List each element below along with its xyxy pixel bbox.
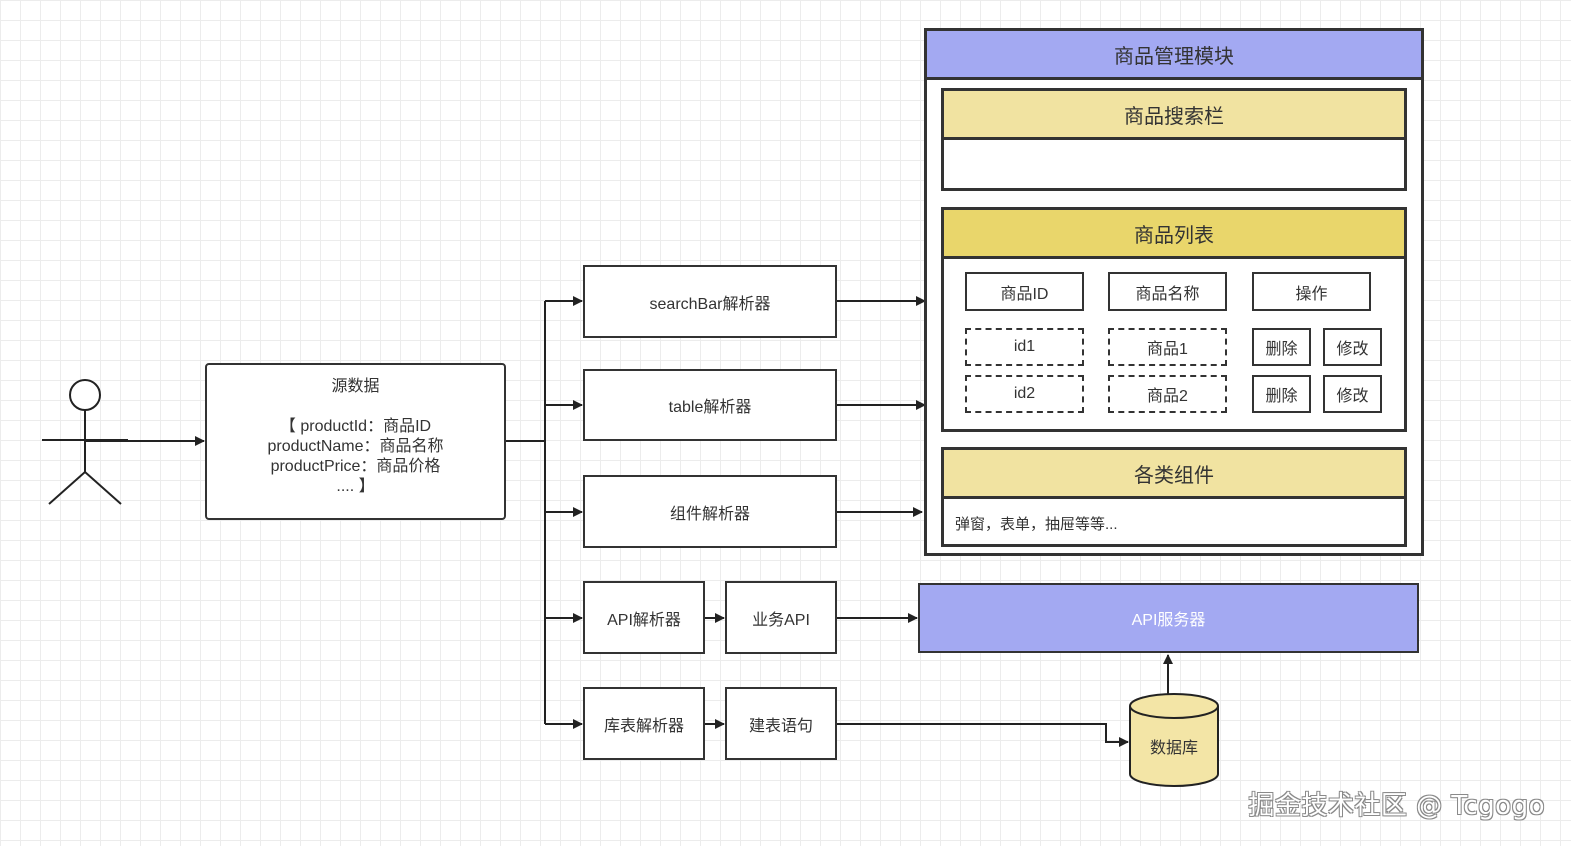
column-header-actions: 操作 xyxy=(1252,272,1371,311)
row-1-delete-button[interactable]: 删除 xyxy=(1252,328,1311,366)
watermark-text: 掘金技术社区 @ Tcgogo xyxy=(1248,791,1545,821)
row-2-name: 商品2 xyxy=(1108,375,1227,413)
product-module-title: 商品管理模块 xyxy=(924,28,1424,80)
row-1-id: id1 xyxy=(965,328,1084,366)
db-table-parser: 库表解析器 xyxy=(583,687,705,760)
row-1-name: 商品1 xyxy=(1108,328,1227,366)
api-server-box: API服务器 xyxy=(918,583,1419,653)
search-bar-title: 商品搜索栏 xyxy=(941,88,1407,140)
components-title: 各类组件 xyxy=(941,447,1407,499)
source-line-product-name: productName：商品名称 xyxy=(267,438,444,455)
row-2-id: id2 xyxy=(965,375,1084,413)
searchbar-parser: searchBar解析器 xyxy=(583,265,837,338)
business-api-box: 业务API xyxy=(725,581,837,654)
api-parser: API解析器 xyxy=(583,581,705,654)
table-parser: table解析器 xyxy=(583,369,837,441)
create-table-sql-box: 建表语句 xyxy=(725,687,837,760)
row-1-edit-button[interactable]: 修改 xyxy=(1323,328,1382,366)
database-label: 数据库 xyxy=(1149,740,1198,757)
source-line-product-id: 【 productId：商品ID xyxy=(279,418,432,435)
column-header-id: 商品ID xyxy=(965,272,1084,311)
source-line-more: .... 】 xyxy=(336,478,375,495)
source-title: 源数据 xyxy=(331,378,380,395)
source-data-box: 源数据 【 productId：商品ID productName：商品名称 pr… xyxy=(205,363,506,520)
components-description: 弹窗，表单，抽屉等等... xyxy=(955,516,1118,533)
component-parser: 组件解析器 xyxy=(583,475,837,548)
column-header-name: 商品名称 xyxy=(1108,272,1227,311)
edge-sql-database xyxy=(837,723,1129,747)
source-line-product-price: productPrice：商品价格 xyxy=(270,458,441,475)
actor-icon xyxy=(42,379,128,505)
row-2-edit-button[interactable]: 修改 xyxy=(1323,375,1382,413)
database-icon xyxy=(1129,693,1219,787)
product-list-title: 商品列表 xyxy=(941,207,1407,259)
row-2-delete-button[interactable]: 删除 xyxy=(1252,375,1311,413)
